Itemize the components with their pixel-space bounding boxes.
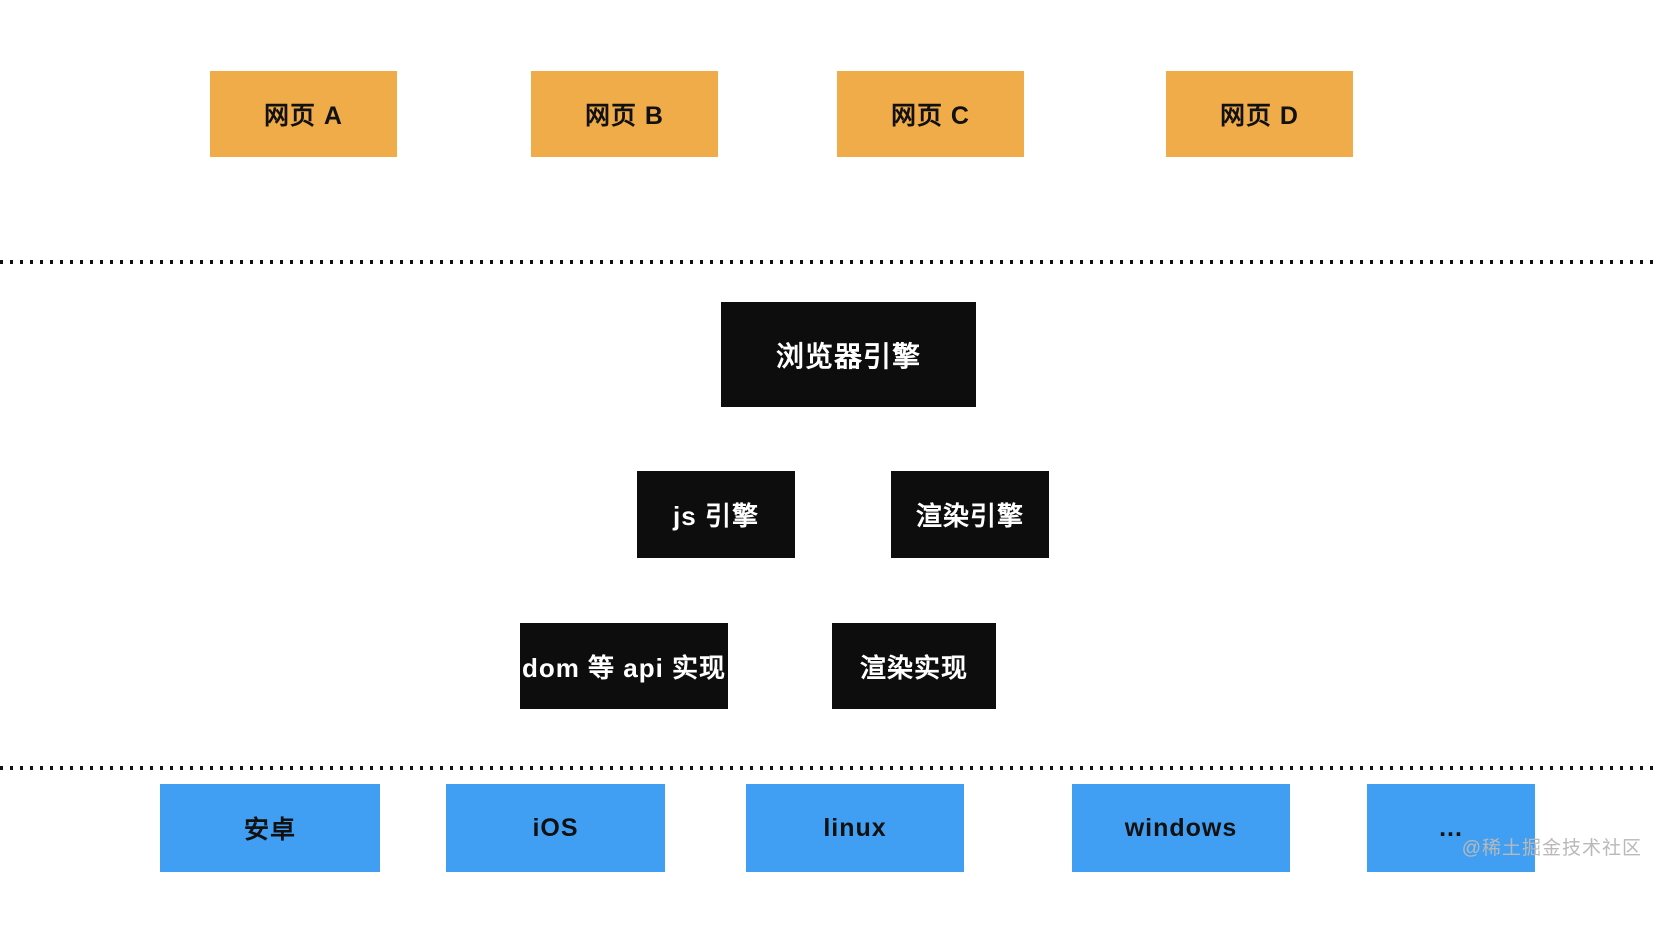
- js-engine-box: js 引擎: [637, 471, 795, 558]
- render-implementation-box: 渲染实现: [832, 623, 996, 709]
- browser-engine-label: 浏览器引擎: [775, 340, 921, 372]
- webpage-d-label: 网页 D: [1219, 102, 1299, 130]
- webpage-b-label: 网页 B: [584, 102, 664, 130]
- webpage-c-label: 网页 C: [890, 102, 970, 130]
- lower-boundary-dotted-line: [0, 766, 1656, 770]
- platform-android-box: 安卓: [160, 784, 380, 872]
- platform-windows-box: windows: [1072, 784, 1290, 872]
- platform-ios-box: iOS: [446, 784, 665, 872]
- juejin-watermark: @稀土掘金技术社区: [1461, 838, 1642, 859]
- platform-linux-label: linux: [823, 813, 887, 842]
- webpage-d-box: 网页 D: [1166, 71, 1353, 157]
- webpage-a-box: 网页 A: [210, 71, 397, 157]
- webpage-a-label: 网页 A: [263, 102, 343, 130]
- webpage-c-box: 网页 C: [837, 71, 1024, 157]
- platform-ios-label: iOS: [532, 813, 579, 842]
- platform-more-box: ...: [1367, 784, 1535, 872]
- platform-linux-box: linux: [746, 784, 964, 872]
- dom-api-implementation-box: dom 等 api 实现: [520, 623, 728, 709]
- upper-boundary-dotted-line: [0, 260, 1656, 264]
- render-implementation-label: 渲染实现: [859, 652, 968, 683]
- webpage-b-box: 网页 B: [531, 71, 718, 157]
- js-engine-label: js 引擎: [673, 501, 759, 531]
- dom-api-implementation-label: dom 等 api 实现: [521, 652, 727, 683]
- render-engine-box: 渲染引擎: [891, 471, 1049, 558]
- platform-more-label: ...: [1439, 813, 1463, 842]
- browser-engine-box: 浏览器引擎: [721, 302, 976, 407]
- platform-windows-label: windows: [1124, 813, 1238, 842]
- platform-android-label: 安卓: [243, 816, 296, 844]
- render-engine-label: 渲染引擎: [915, 501, 1024, 531]
